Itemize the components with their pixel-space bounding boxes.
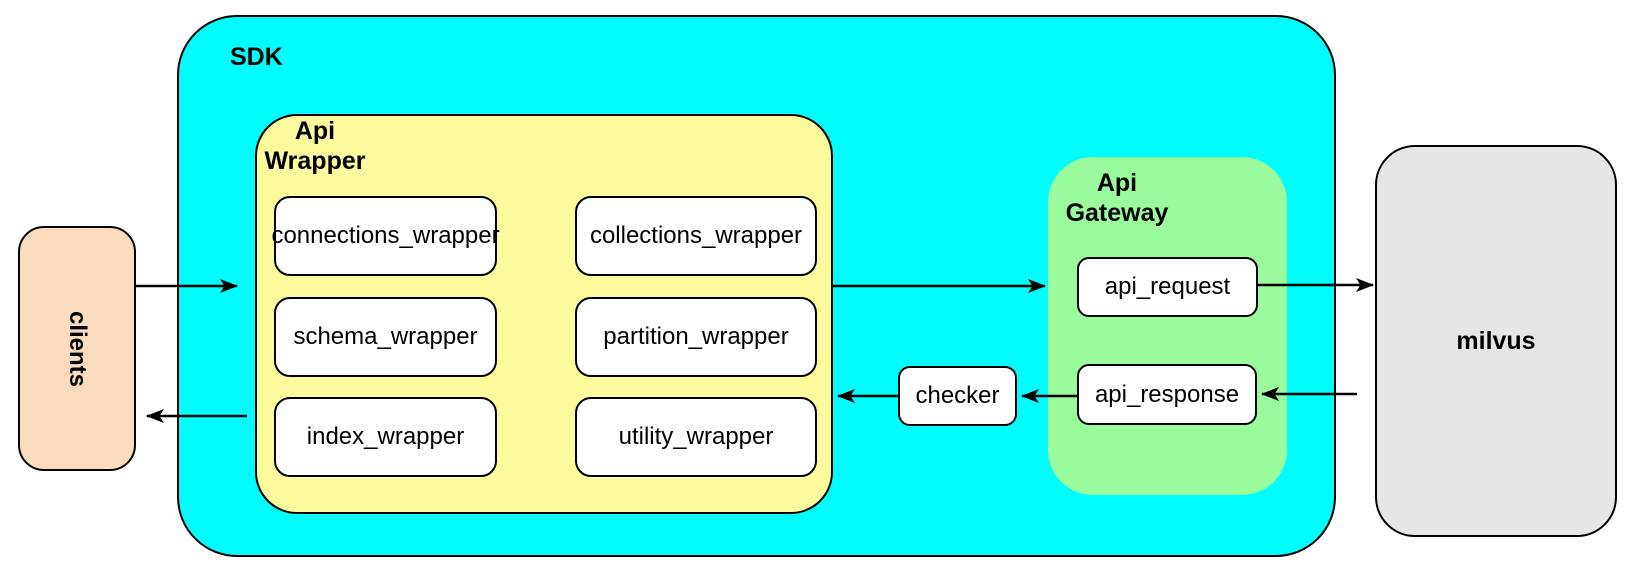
node-connections-wrapper: connections_wrapper <box>271 196 500 276</box>
node-label: index_wrapper <box>306 423 465 450</box>
node-milvus: milvus <box>1375 145 1617 537</box>
node-utility-wrapper: utility_wrapper <box>575 397 817 477</box>
node-label: partition_wrapper <box>603 323 789 350</box>
node-collections-wrapper: collections_wrapper <box>575 196 817 276</box>
node-api-response: api_response <box>1077 364 1257 425</box>
node-label: milvus <box>1456 326 1536 355</box>
node-checker: checker <box>898 366 1017 426</box>
node-label: checker <box>915 382 1000 409</box>
sdk-label: SDK <box>230 43 283 71</box>
node-partition-wrapper: partition_wrapper <box>575 297 817 377</box>
node-schema-wrapper: schema_wrapper <box>274 297 497 377</box>
node-index-wrapper: index_wrapper <box>274 397 497 477</box>
node-clients: clients <box>18 226 136 471</box>
node-label: connections_wrapper <box>271 222 500 249</box>
node-label: api_response <box>1094 380 1240 408</box>
node-label: schema_wrapper <box>293 323 478 350</box>
node-label: utility_wrapper <box>618 423 774 450</box>
node-label: api_request <box>1104 273 1231 300</box>
node-api-request: api_request <box>1077 257 1258 317</box>
api-wrapper-label: Api Wrapper <box>264 117 366 175</box>
node-label: collections_wrapper <box>589 222 803 249</box>
node-label: clients <box>64 310 91 387</box>
container-api-gateway <box>1048 157 1287 495</box>
api-gateway-label: Api Gateway <box>1065 169 1169 227</box>
